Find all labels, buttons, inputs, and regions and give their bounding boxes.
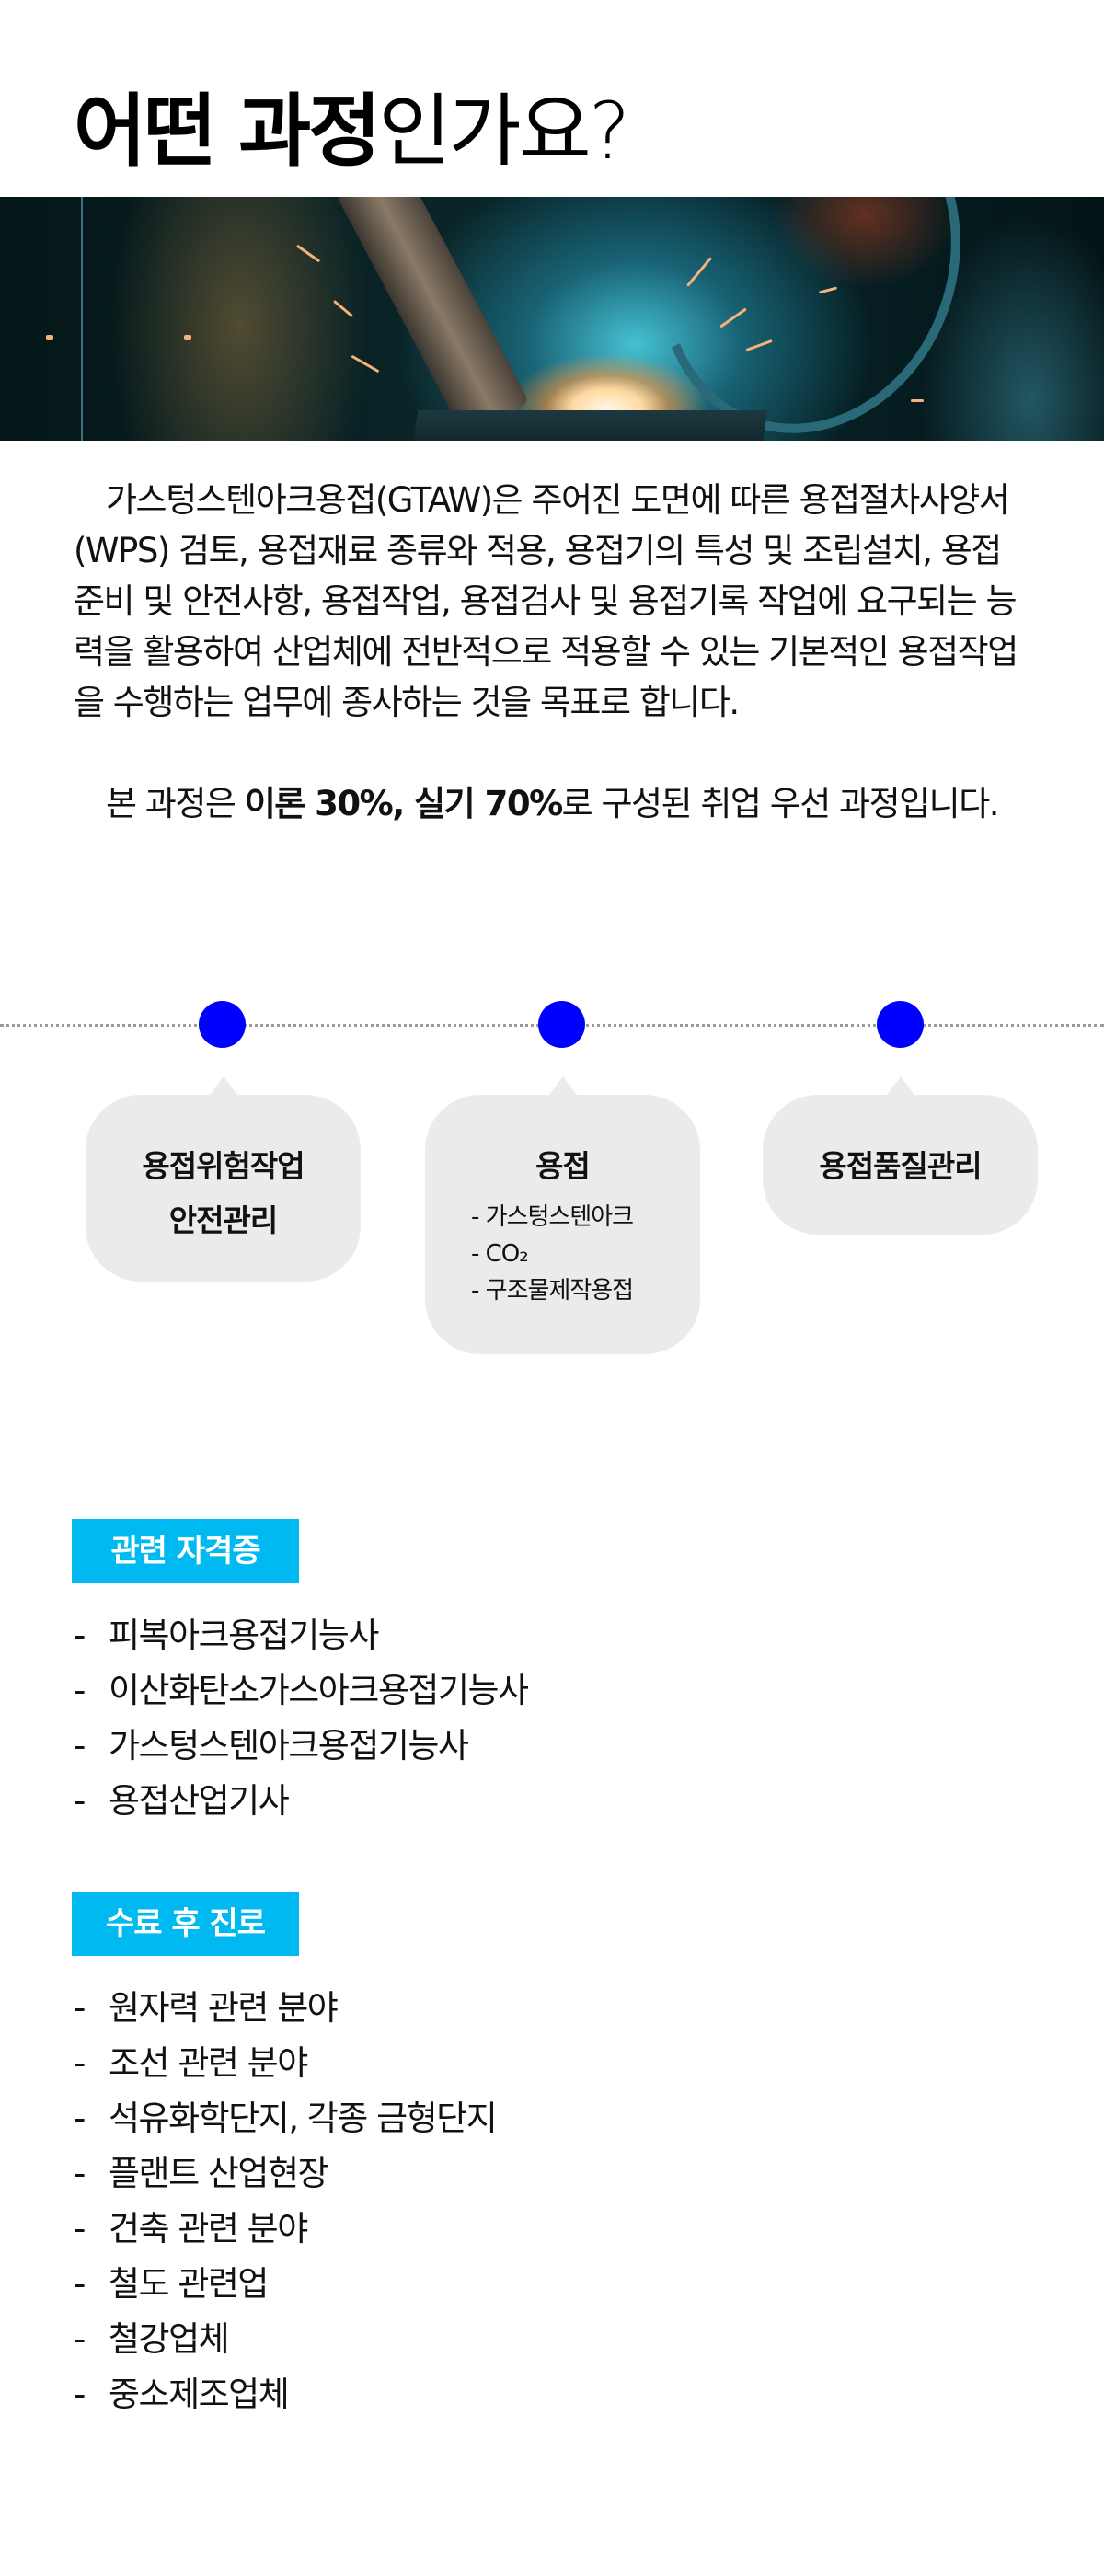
spark [184,335,191,340]
list-item: -플랜트 산업현장 [74,2154,329,2193]
list-item: -철강업체 [74,2319,230,2359]
step-sub-item: - CO₂ [471,1240,529,1268]
ratio-highlight: 이론 30%, 실기 70% [244,784,563,823]
hero-light-streak [81,197,83,441]
list-item: -용접산업기사 [74,1781,290,1821]
step-bubble-safety: 용접위험작업 안전관리 [86,1076,361,1282]
timeline-dot-1 [199,1001,246,1048]
list-item: -철도 관련업 [74,2264,269,2304]
spark [333,299,353,318]
spark [911,399,924,402]
course-ratio-text: 본 과정은 이론 30%, 실기 70%로 구성된 취업 우선 과정입니다. [106,778,1000,829]
list-item: -가스텅스텐아크용접기능사 [74,1726,469,1765]
step-title: 안전관리 [168,1202,278,1238]
step-sub-list: - 가스텅스텐아크 - CO₂ - 구조물제작용접 [425,1199,700,1309]
step-sub-item: - 구조물제작용접 [471,1277,634,1305]
list-item: -건축 관련 분야 [74,2209,308,2248]
certifications-list: -피복아크용접기능사 -이산화탄소가스아크용접기능사 -가스텅스텐아크용접기능사… [74,1608,529,1829]
step-title: 용접품질관리 [819,1148,982,1184]
welding-cable-shape [611,197,1008,441]
welding-torch-shape [335,197,530,438]
step-title: 용접위험작업 [142,1148,305,1184]
list-item: -피복아크용접기능사 [74,1616,379,1655]
careers-label: 수료 후 진로 [72,1892,299,1956]
list-item: -석유화학단지, 각종 금형단지 [74,2099,498,2138]
timeline-dot-2 [538,1001,585,1048]
careers-list: -원자력 관련 분야 -조선 관련 분야 -석유화학단지, 각종 금형단지 -플… [74,1981,498,2422]
step-title: 용접 [535,1148,591,1184]
ratio-prefix: 본 과정은 [106,784,245,823]
page-title: 어떤 과정인가요? [74,81,630,182]
list-item: -조선 관련 분야 [74,2043,308,2083]
spark [46,335,53,340]
step-bubble-quality: 용접품질관리 [763,1076,1038,1235]
list-item: -원자력 관련 분야 [74,1988,339,2028]
step-sub-item: - 가스텅스텐아크 [471,1203,634,1231]
certifications-label: 관련 자격증 [72,1519,299,1583]
page-title-light: 인가요? [378,86,630,178]
intro-text: 가스텅스텐아크용접(GTAW)은 주어진 도면에 따른 용접절차사양서(WPS)… [74,480,1018,722]
intro-paragraph: 가스텅스텐아크용접(GTAW)은 주어진 도면에 따른 용접절차사양서(WPS)… [74,475,1030,728]
spark [295,244,321,263]
timeline-dot-3 [877,1001,924,1048]
metal-plate-shape [409,410,768,441]
ratio-suffix: 로 구성된 취업 우선 과정입니다. [561,784,1000,823]
list-item: -중소제조업체 [74,2375,290,2414]
spark [351,354,380,374]
list-item: -이산화탄소가스아크용접기능사 [74,1671,529,1710]
step-bubble-welding: 용접 - 가스텅스텐아크 - CO₂ - 구조물제작용접 [425,1076,700,1354]
welding-hero-image [0,197,1104,441]
page-title-bold: 어떤 과정 [74,86,381,178]
